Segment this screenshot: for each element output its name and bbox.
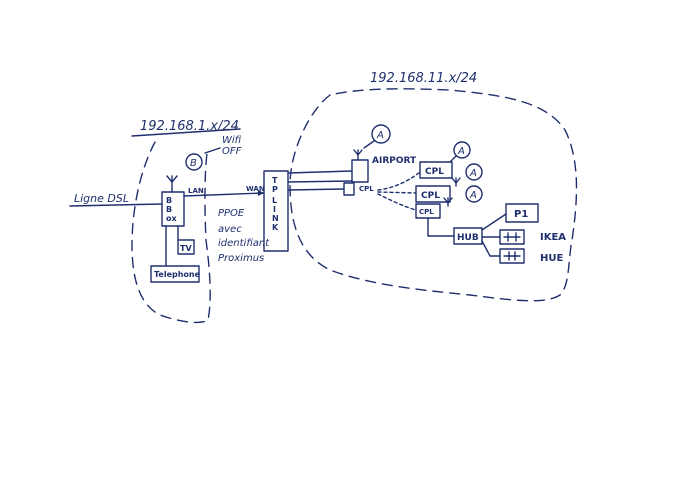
- tplink-label: T P L I N K: [272, 176, 282, 232]
- cpl-hub-link: [427, 217, 455, 237]
- lan-wan-link: [183, 192, 265, 197]
- subnet-right-label: 192.168.11.x/24: [370, 71, 477, 86]
- powerline-link-3: [377, 193, 417, 211]
- bbox-antenna-tip: [166, 175, 178, 183]
- circle-a-airport-pointer: [363, 140, 375, 149]
- circle-a-cpl-3-label: A: [469, 190, 477, 201]
- tv-box: [177, 239, 195, 255]
- airport-box: [351, 159, 369, 183]
- ppoe-label: PPOE: [218, 208, 245, 219]
- hub-hue-link: [481, 240, 501, 257]
- circle-a-cpl-1: [453, 141, 471, 159]
- circle-a-cpl-1-label: A: [457, 146, 465, 157]
- powerline-link-2: [377, 191, 417, 194]
- wan-label: WAN: [246, 185, 265, 193]
- circle-a-cpl-2: [465, 163, 483, 181]
- cpl-2-label: CPL: [421, 191, 440, 201]
- cpl-1-label: CPL: [425, 167, 444, 177]
- hub-label: HUB: [457, 233, 479, 243]
- subnet-left-underline: [131, 128, 241, 137]
- proximus-label: Proximus: [218, 253, 264, 264]
- cpl-3-label: CPL: [419, 208, 434, 216]
- lan-label: LAN: [188, 187, 204, 195]
- p1-box: [505, 203, 539, 223]
- bbox-label: B B ox: [166, 196, 177, 223]
- hue-bridge-icon: [503, 251, 521, 261]
- circle-a-airport: [371, 124, 391, 144]
- cpl-small-label: CPL: [359, 185, 374, 193]
- tv-label: TV: [180, 244, 192, 253]
- cpl-2-antenna-tip: [451, 177, 461, 184]
- airport-antenna-tip: [353, 149, 363, 156]
- identifiant-label: identifiant: [218, 238, 270, 249]
- airport-label: AIRPORT: [372, 156, 417, 166]
- avec-label: avec: [218, 224, 242, 235]
- circle-a-cpl-3: [465, 185, 483, 203]
- ligne-dsl-label: Ligne DSL: [74, 192, 129, 205]
- ikea-box: [499, 229, 525, 245]
- p1-label: P1: [514, 209, 528, 220]
- cpl-small-box: [343, 182, 355, 196]
- tplink-box: [263, 170, 289, 252]
- bbox-box: [161, 191, 185, 227]
- hub-p1-link: [481, 213, 507, 231]
- circle-b-label: B: [190, 158, 197, 169]
- tplink-airport-link-2: [287, 180, 353, 183]
- cpl-1-box: [419, 161, 453, 179]
- wan-arrow: [258, 190, 264, 196]
- wifi-off-pointer: [204, 147, 221, 154]
- circle-a-airport-label: A: [376, 130, 384, 141]
- wifi-off-label: Wifi OFF: [222, 135, 244, 157]
- telephone-box: [150, 265, 200, 283]
- tplink-cpl-link: [287, 188, 345, 191]
- hue-box: [499, 248, 525, 264]
- circle-a-cpl-1-pointer: [449, 155, 457, 163]
- left-subnet-boundary: [131, 141, 211, 324]
- ikea-label: IKEA: [540, 232, 566, 243]
- hub-box: [453, 227, 483, 245]
- tplink-airport-link-1: [287, 170, 353, 174]
- right-subnet-boundary: [289, 88, 578, 302]
- ikea-bridge-icon: [503, 232, 521, 242]
- circle-a-cpl-2-label: A: [469, 168, 477, 179]
- dsl-line: [69, 203, 163, 207]
- cpl-3-antenna-tip: [443, 197, 453, 204]
- cpl-2-box: [415, 185, 451, 203]
- hue-label: HUE: [540, 253, 563, 264]
- telephone-label: Telephone: [154, 270, 201, 279]
- powerline-link-1: [377, 171, 421, 191]
- circle-b: [185, 153, 203, 171]
